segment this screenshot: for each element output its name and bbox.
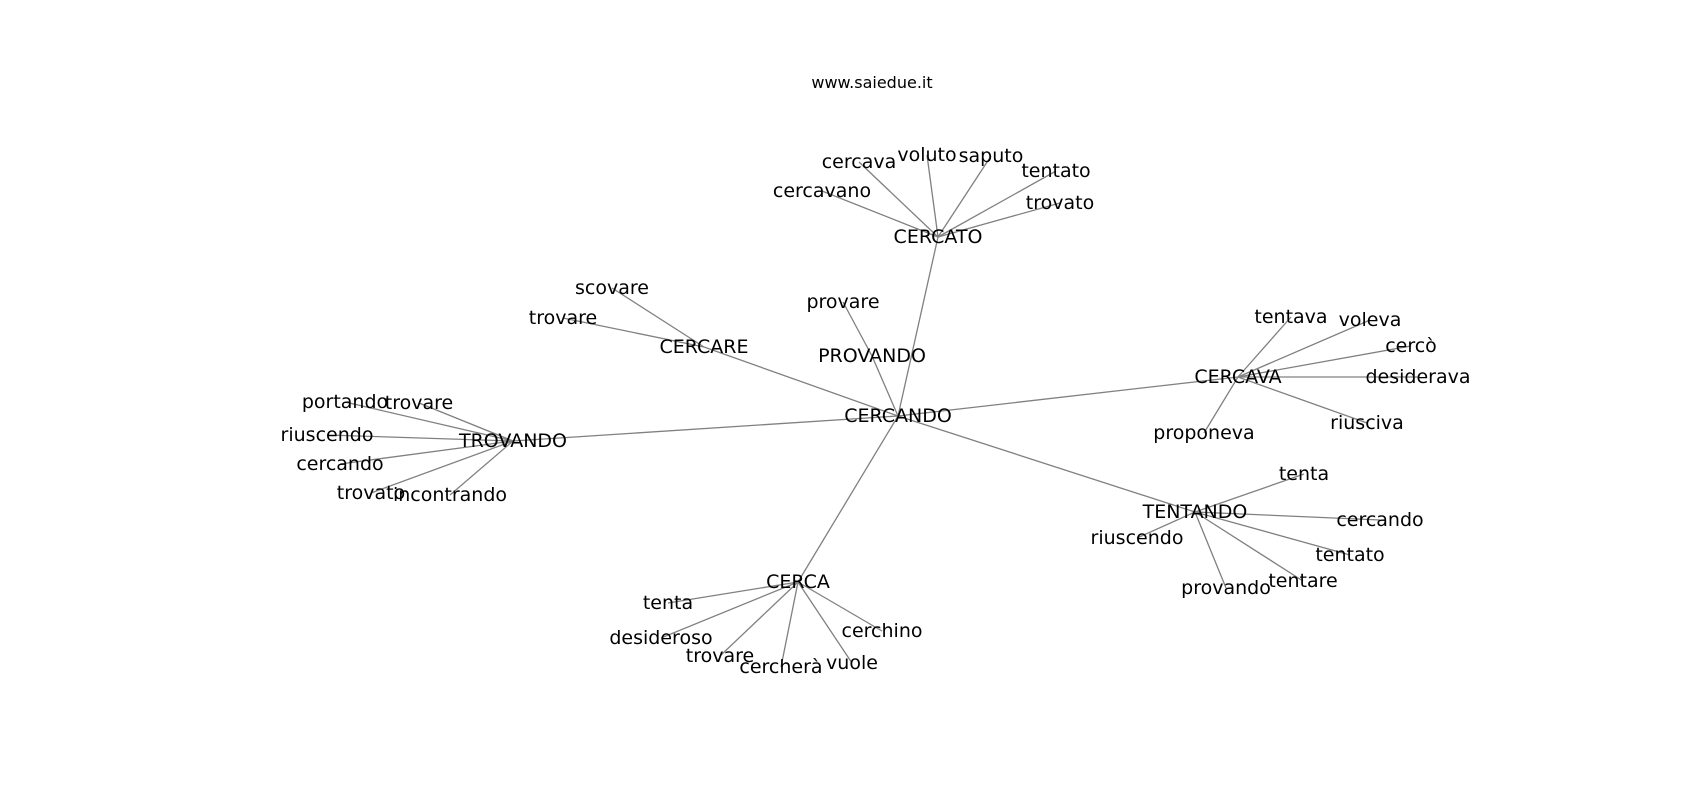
edge-cerca-cerca-cerchera	[780, 581, 799, 668]
edge-cerca-cerca-desideroso	[660, 581, 799, 639]
edge-trovando-trovando-incontrando	[449, 440, 514, 496]
edge-tentando-tentando-riuscendo	[1136, 511, 1196, 539]
node-trovando-trovato: trovato	[337, 482, 405, 504]
watermark-text: www.saiedue.it	[811, 73, 932, 92]
edge-cerca-cerca-cerchino	[797, 581, 883, 632]
node-cerca-cerchera: cercherà	[739, 656, 822, 678]
edge-cercava-cercava-voleva	[1237, 319, 1371, 378]
node-tentando-tenta: tenta	[1279, 463, 1329, 485]
edge-cerca-cerca-vuole	[797, 581, 853, 664]
node-trovando-portando: portando	[302, 391, 388, 413]
edge-provando-provando-provare	[842, 301, 873, 357]
node-trovando: TROVANDO	[458, 430, 567, 452]
node-cercato-cercavano: cercavano	[773, 180, 871, 202]
edge-trovando-trovando-cercando	[339, 440, 514, 465]
node-cercato-cercava: cercava	[822, 151, 897, 173]
edge-trovando-trovando-trovare	[418, 402, 514, 442]
edges-layer	[326, 154, 1418, 668]
edge-cercato-cercato-voluto	[926, 154, 939, 238]
edge-cercava-cercava-proponeva	[1203, 376, 1239, 434]
labels-layer: CERCANDO CERCATO CERCARE PROVANDO CERCAVA TRO…	[281, 144, 1471, 678]
edge-cercato-cercato-tentato	[937, 170, 1057, 238]
node-cerca-trovare: trovare	[686, 645, 754, 667]
node-trovando-cercando: cercando	[296, 453, 383, 475]
node-cercava-riusciva: riusciva	[1330, 412, 1404, 434]
edge-cercare-cercare-trovare	[562, 317, 705, 348]
edge-cercato-cercato-saputo	[937, 155, 992, 238]
node-cercava: CERCAVA	[1194, 366, 1281, 388]
edge-cercava-cercava-riusciva	[1237, 376, 1368, 424]
node-cerca-desideroso: desideroso	[609, 627, 712, 649]
edge-cercato-cercato-cercavano	[821, 190, 939, 238]
node-trovando-riuscendo: riuscendo	[281, 424, 374, 446]
node-tentando-provando: provando	[1181, 577, 1271, 599]
node-tentando-cercando: cercando	[1336, 509, 1423, 531]
node-cercava-voleva: voleva	[1339, 309, 1402, 331]
node-cercato-voluto: voluto	[897, 144, 956, 166]
node-trovando-incontrando: incontrando	[393, 484, 507, 506]
edge-cercare-cercare-scovare	[611, 287, 705, 348]
node-cerca: CERCA	[766, 571, 830, 593]
node-cercato-saputo: saputo	[959, 145, 1024, 167]
node-cercato: CERCATO	[894, 226, 983, 248]
node-cercato-trovato: trovato	[1026, 192, 1094, 214]
edge-cercando-cercato	[897, 236, 939, 417]
node-cercare: CERCARE	[660, 336, 749, 358]
edge-cercando-cerca	[797, 415, 899, 583]
edge-cercando-provando	[871, 355, 899, 417]
node-trovando-trovare: trovare	[385, 392, 453, 414]
node-cerca-vuole: vuole	[826, 652, 878, 674]
edge-trovando-trovando-portando	[344, 401, 514, 442]
edge-cercando-cercava	[897, 376, 1239, 417]
node-cerca-cerchino: cerchino	[842, 620, 923, 642]
edge-cercando-trovando	[512, 415, 899, 442]
edge-cercando-tentando	[897, 415, 1196, 513]
edge-tentando-tentando-cercando	[1194, 511, 1381, 521]
node-tentando-tentato: tentato	[1315, 544, 1384, 566]
node-cercava-proponeva: proponeva	[1153, 422, 1254, 444]
edge-trovando-trovando-riuscendo	[326, 434, 514, 442]
edge-tentando-tentando-tenta	[1194, 473, 1305, 513]
node-cercava-tentava: tentava	[1254, 306, 1327, 328]
node-cercava-desiderava: desiderava	[1365, 366, 1470, 388]
edge-tentando-tentando-tentare	[1194, 511, 1304, 582]
edge-cercando-cercare	[703, 346, 899, 417]
edge-cercava-cercava-cerco	[1237, 345, 1412, 378]
edge-cerca-cerca-trovare	[719, 581, 799, 657]
edge-tentando-tentando-tentato	[1194, 511, 1351, 556]
node-tentando: TENTANDO	[1142, 501, 1248, 523]
node-cercando: CERCANDO	[844, 405, 952, 427]
node-cercare-trovare: trovare	[529, 307, 597, 329]
node-tentando-riuscendo: riuscendo	[1091, 527, 1184, 549]
node-cercare-scovare: scovare	[575, 277, 649, 299]
edge-cerca-cerca-tenta	[667, 581, 799, 604]
node-provando-provare: provare	[806, 291, 879, 313]
node-cerca-tenta: tenta	[643, 592, 693, 614]
edge-cercava-cercava-tentava	[1237, 316, 1292, 378]
node-cercato-tentato: tentato	[1021, 160, 1090, 182]
edge-cercato-cercato-trovato	[937, 202, 1061, 238]
node-tentando-tentare: tentare	[1268, 570, 1337, 592]
node-provando: PROVANDO	[818, 345, 926, 367]
node-cercava-cerco: cercò	[1385, 335, 1437, 357]
edge-cercato-cercato-cercava	[858, 161, 939, 238]
edge-tentando-tentando-provando	[1194, 511, 1227, 589]
edge-trovando-trovando-trovato	[370, 440, 514, 494]
